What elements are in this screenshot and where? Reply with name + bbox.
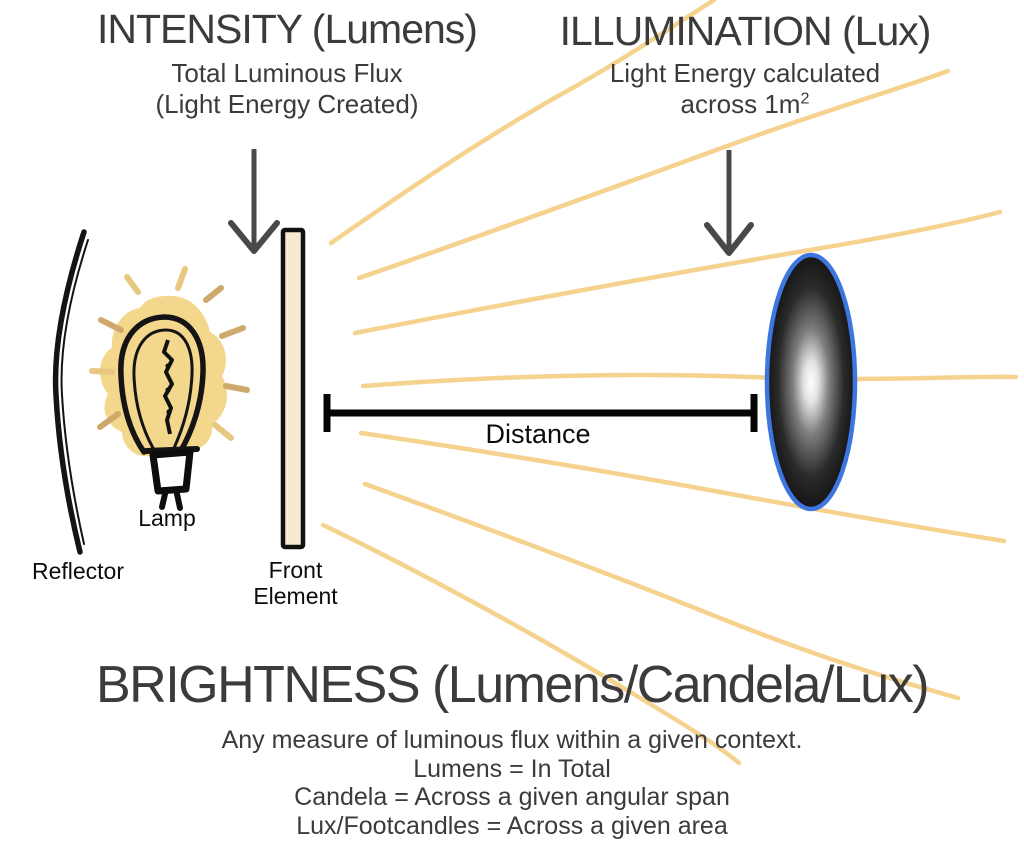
lamp-filament-knot [165, 387, 171, 393]
intensity-subtitle-line2: (Light Energy Created) [155, 89, 419, 119]
light-ray [358, 430, 1007, 544]
brightness-title: BRIGHTNESS (Lumens/Candela/Lux) [95, 656, 930, 714]
reflector-arc [52, 229, 87, 555]
reflector-label: Reflector [31, 558, 125, 584]
brightness-line1: Any measure of luminous flux within a gi… [221, 726, 803, 754]
brightness-line4: Lux/Footcandles = Across a given area [296, 811, 728, 840]
light-ray [328, 0, 717, 246]
lamp-illustration [89, 266, 250, 511]
illumination-subtitle: Light Energy calculated across 1m2 [545, 58, 945, 120]
illuminated-spot [764, 252, 858, 512]
light-ray [362, 481, 961, 701]
lamp-base [149, 448, 194, 495]
lamp-bulb-outline [118, 314, 206, 455]
intensity-subtitle-line1: Total Luminous Flux [171, 58, 403, 88]
front-element-bar [280, 227, 306, 550]
lamp-glow-dashes [89, 266, 250, 441]
distance-label: Distance [485, 419, 591, 449]
light-rays [320, 0, 1019, 766]
illumination-subtitle-line1: Light Energy calculated [609, 58, 881, 88]
brightness-line2: Lumens = In Total [413, 754, 611, 783]
light-ray [320, 522, 742, 766]
light-ray [356, 68, 951, 281]
squared-superscript: 2 [800, 89, 810, 108]
illumination-title: ILLUMINATION (Lux) [559, 8, 932, 54]
reflector-arc-inner-line [60, 239, 89, 545]
front-element-label: Front Element [253, 557, 338, 609]
lamp-label: Lamp [138, 505, 196, 531]
lamp-filament-knot [165, 363, 171, 369]
illumination-arrow [704, 150, 754, 256]
intensity-arrow [228, 149, 280, 254]
intensity-subtitle: Total Luminous Flux (Light Energy Create… [77, 58, 497, 120]
distance-measure-line [323, 394, 758, 432]
intensity-title: INTENSITY (Lumens) [97, 6, 478, 52]
brightness-description: Any measure of luminous flux within a gi… [0, 726, 1024, 840]
illumination-subtitle-line2: across 1m2 [680, 89, 810, 119]
light-ray [352, 209, 1003, 336]
lamp-bulb-inner-line [132, 328, 194, 450]
brightness-line3: Candela = Across a given angular span [294, 783, 730, 811]
lamp-base-prong [174, 491, 183, 511]
lamp-filament [162, 339, 174, 435]
lamp-filament-knot [166, 409, 172, 415]
lamp-base-prong [159, 491, 168, 510]
light-ray [360, 372, 1019, 389]
